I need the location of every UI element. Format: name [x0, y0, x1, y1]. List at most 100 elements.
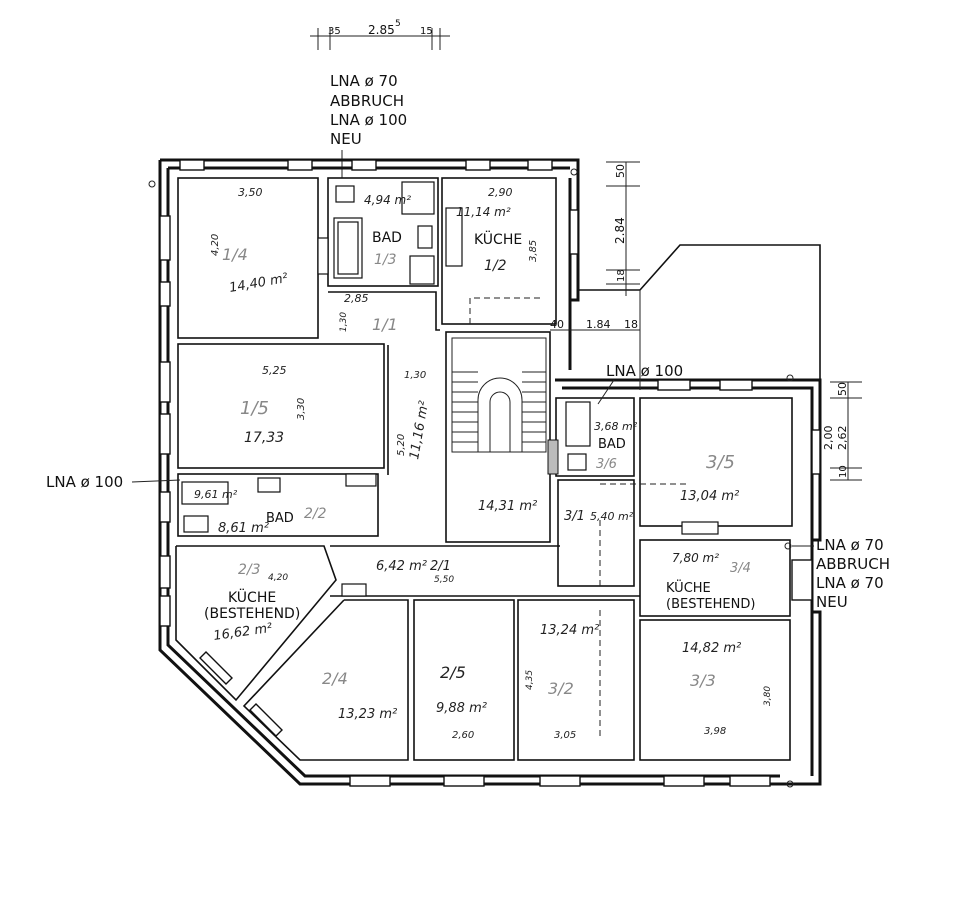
dim-ur-1: 50	[614, 164, 627, 178]
staircase	[451, 337, 559, 475]
room-3-6-id: 3/6	[596, 457, 617, 472]
room-1-5-width: 5,25	[262, 364, 287, 377]
room-3-1: 3/1 5,40 m²	[564, 509, 634, 524]
note-left-pipe: LNA ø 100	[46, 473, 181, 491]
dim-top-b-sup: 5	[395, 19, 401, 29]
dimension-lower-right: 50 2,00 2,62 10	[822, 381, 862, 481]
room-2-3-width: 4,20	[268, 573, 288, 583]
room-3-4-kitchen: 7,80 m² 3/4 KÜCHE (BESTEHEND)	[666, 551, 755, 612]
dim-lr-2: 2,00	[822, 426, 835, 451]
room-1-1-width: 2,85	[344, 292, 369, 305]
room-1-1-corridor: 1/1 11,16 m² 2,85 5,20 1,30 1,30	[339, 292, 432, 461]
dim-lr-4: 10	[838, 465, 849, 478]
room-1-2-area: 11,14 m²	[456, 205, 511, 219]
room-1-5-height: 3,30	[296, 398, 307, 420]
room-2-3-label-1: KÜCHE	[228, 588, 276, 606]
dimension-upper-right: 50 2.84 18	[606, 161, 640, 296]
dim-ur-2: 2.84	[613, 217, 627, 244]
room-3-5: 3/5 13,04 m²	[680, 452, 739, 504]
room-2-1-dim: 5,50	[434, 575, 454, 585]
room-3-1-area: 5,40 m²	[590, 510, 634, 523]
note-top-line-3: LNA ø 100	[330, 111, 407, 129]
room-1-3-bath: BAD 1/3 4,94 m²	[364, 193, 411, 268]
room-1-1-id: 1/1	[372, 315, 398, 334]
room-1-5-id: 1/5	[240, 398, 269, 419]
windows	[159, 159, 821, 787]
room-1-3-area: 4,94 m²	[364, 193, 411, 207]
room-1-4: 1/4 14,40 m² 3,50 4,20	[210, 186, 289, 296]
note-right-pipe: LNA ø 70 ABBRUCH LNA ø 70 NEU	[792, 536, 890, 611]
room-1-2-height: 3,85	[528, 240, 539, 262]
room-2-2-sub-area: 9,61 m²	[194, 488, 238, 501]
dimension-corridor-top: 40 1.84 18	[550, 318, 640, 331]
note-top-line-1: LNA ø 70	[330, 72, 398, 90]
room-3-3-area: 14,82 m²	[682, 641, 741, 656]
room-2-4: 2/4 13,23 m²	[322, 669, 397, 722]
room-1-2-label: KÜCHE	[474, 230, 522, 248]
room-1-5: 1/5 17,33 5,25 3,30	[240, 364, 307, 446]
note-right-line-3: LNA ø 70	[816, 574, 884, 592]
room-1-3-id: 1/3	[374, 252, 397, 268]
dim-ur-3: 18	[616, 269, 627, 282]
room-3-4-label-2: (BESTEHEND)	[666, 597, 755, 612]
note-left-text: LNA ø 100	[46, 473, 123, 491]
note-top-line-4: NEU	[330, 130, 362, 148]
room-1-1-dim-1: 1,30	[339, 312, 349, 332]
room-1-4-height: 4,20	[210, 234, 221, 256]
room-3-5-id: 3/5	[706, 452, 735, 473]
room-2-1-corridor: 6,42 m² 2/1 5,50	[376, 559, 454, 585]
room-1-4-area: 14,40 m²	[228, 271, 289, 296]
dim-ct-1: 40	[550, 318, 564, 331]
bathroom-fixtures	[181, 181, 719, 597]
note-top-line-2: ABBRUCH	[330, 92, 404, 110]
note-top-pipe: LNA ø 70 ABBRUCH LNA ø 100 NEU	[330, 72, 407, 178]
room-3-3: 14,82 m² 3/3 3,98 3,80	[682, 641, 773, 737]
room-2-4-area: 13,23 m²	[338, 707, 397, 722]
stair-hall-area: 14,31 m²	[478, 499, 537, 514]
dim-lr-3: 2,62	[836, 426, 849, 451]
room-2-2-label: BAD	[266, 511, 294, 526]
room-1-1-height: 5,20	[396, 434, 407, 456]
interior-walls	[175, 177, 793, 761]
room-2-3-kitchen: 2/3 4,20 KÜCHE (BESTEHEND) 16,62 m²	[204, 562, 300, 644]
room-2-5-id: 2/5	[440, 663, 466, 682]
room-2-5: 2/5 9,88 m² 2,60	[436, 663, 487, 741]
room-3-4-id: 3/4	[730, 561, 751, 576]
room-3-3-width: 3,98	[704, 726, 726, 737]
dim-top-b: 2.85	[368, 23, 395, 37]
room-2-1-area: 6,42 m²	[376, 559, 427, 574]
room-3-2-id: 3/2	[548, 679, 574, 698]
room-3-6-label: BAD	[598, 437, 626, 452]
room-1-4-id: 1/4	[222, 245, 248, 264]
stair-hall: 14,31 m²	[478, 499, 537, 514]
dim-lr-1: 50	[836, 382, 849, 396]
room-2-4-id: 2/4	[322, 669, 348, 688]
room-1-2-id: 1/2	[484, 258, 507, 274]
room-1-5-area: 17,33	[244, 430, 284, 446]
note-right-mid-pipe: LNA ø 100	[597, 362, 683, 405]
top-dimension-line: 35 2.85 5 15	[310, 19, 450, 50]
room-2-3-label-2: (BESTEHEND)	[204, 606, 300, 622]
room-3-5-area: 13,04 m²	[680, 489, 739, 504]
room-1-3-label: BAD	[372, 230, 402, 246]
dashed-hidden-lines	[469, 297, 690, 740]
room-3-4-label-1: KÜCHE	[666, 579, 711, 596]
room-3-6-bath: 3,68 m² BAD 3/6	[594, 420, 638, 472]
room-3-2: 13,24 m² 3/2 3,05 4,35	[525, 623, 599, 741]
room-3-6-area: 3,68 m²	[594, 420, 638, 433]
room-2-3-area: 16,62 m²	[212, 621, 273, 644]
room-3-3-id: 3/3	[690, 671, 716, 690]
room-2-3-id: 2/3	[238, 562, 261, 578]
grid-markers	[148, 168, 794, 788]
room-3-1-id: 3/1	[564, 509, 585, 524]
room-2-1-id: 2/1	[430, 559, 451, 574]
note-right-mid-text: LNA ø 100	[606, 362, 683, 380]
room-1-2-width: 2,90	[488, 186, 513, 199]
room-1-2-kitchen: KÜCHE 1/2 11,14 m² 2,90 3,85	[456, 186, 539, 274]
room-1-1-dim-2: 1,30	[404, 370, 426, 381]
room-3-4-area: 7,80 m²	[672, 551, 719, 565]
room-3-2-area: 13,24 m²	[540, 623, 599, 638]
room-2-2-bath: BAD 2/2 8,61 m² 9,61 m²	[194, 488, 327, 536]
room-2-5-width: 2,60	[452, 730, 474, 741]
